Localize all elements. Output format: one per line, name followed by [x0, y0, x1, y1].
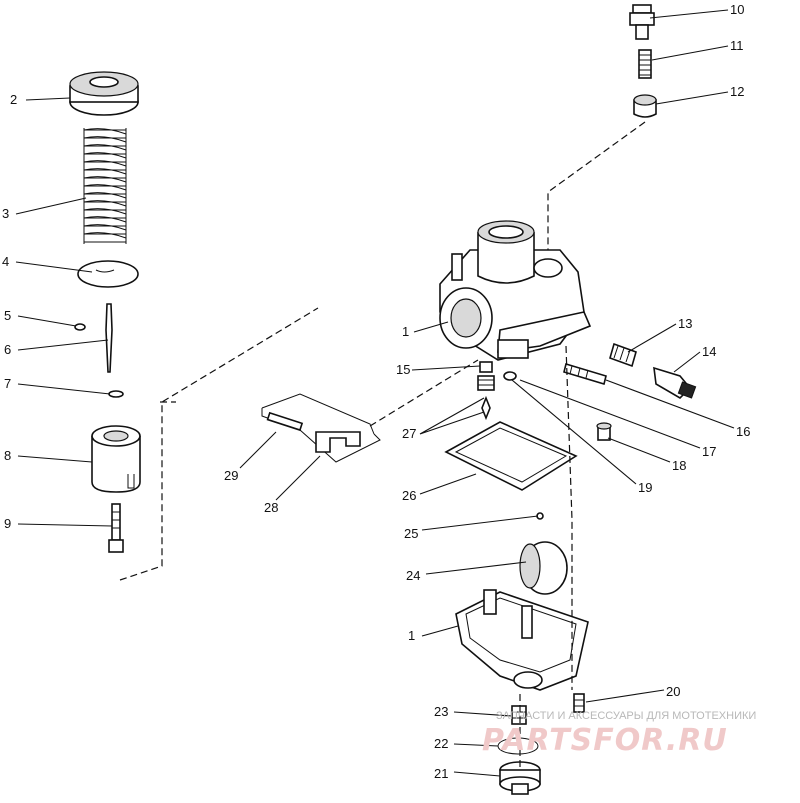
- dashed-assembly-line-top: [547, 121, 646, 262]
- callout-14: 14: [702, 344, 716, 359]
- part-1-float-bowl: [455, 589, 589, 691]
- part-24-float: [519, 541, 568, 595]
- part-10-fitting: [629, 4, 655, 40]
- watermark-tagline: ЗАПЧАСТИ И АКСЕССУАРЫ ДЛЯ МОТОТЕХНИКИ: [496, 710, 756, 722]
- part-13-spring: [609, 342, 637, 368]
- callout-8: 8: [4, 448, 11, 463]
- callout-17: 17: [702, 444, 716, 459]
- watermark: ЗАПЧАСТИ И АКСЕССУАРЫ ДЛЯ МОТОТЕХНИКИ PA…: [482, 710, 756, 758]
- part-19-washer: [503, 371, 517, 381]
- part-11-spring: [638, 49, 652, 79]
- callout-28: 28: [264, 500, 278, 515]
- part-21-drain-plug: [499, 761, 541, 795]
- part-20-screw: [573, 693, 585, 713]
- callout-16: 16: [736, 424, 750, 439]
- part-5-clip: [74, 323, 86, 331]
- part-1-carburetor-body: [439, 220, 592, 361]
- callout-5: 5: [4, 308, 11, 323]
- callout-3: 3: [2, 206, 9, 221]
- dashed-float-link: [369, 359, 479, 427]
- leader-lines: [15, 9, 735, 777]
- part-9-main-jet: [108, 503, 124, 553]
- part-16-pilot-screw: [563, 362, 607, 386]
- callout-6: 6: [4, 342, 11, 357]
- part-4-plate: [77, 260, 139, 288]
- callout-13: 13: [678, 316, 692, 331]
- part-28-float-arm: [299, 429, 381, 463]
- callout-19: 19: [638, 480, 652, 495]
- dashed-assembly-line-center: [565, 345, 573, 690]
- part-12-plunger: [633, 94, 657, 118]
- callout-1-body: 1: [402, 324, 409, 339]
- callout-2: 2: [10, 92, 17, 107]
- callout-7: 7: [4, 376, 11, 391]
- callout-15: 15: [396, 362, 410, 377]
- callout-21: 21: [434, 766, 448, 781]
- part-15-pilot-jet: [477, 361, 495, 391]
- callout-26: 26: [402, 488, 416, 503]
- callout-10: 10: [730, 2, 744, 17]
- callout-24: 24: [406, 568, 420, 583]
- dashed-assembly-line-left: [119, 307, 319, 581]
- part-3-spring: [83, 128, 127, 244]
- callout-1-bowl: 1: [408, 628, 415, 643]
- part-18-screw: [596, 422, 612, 441]
- part-6-jet-needle: [105, 303, 113, 373]
- part-8-throttle-slide: [91, 425, 141, 493]
- callout-25: 25: [404, 526, 418, 541]
- part-14-screw: [653, 366, 697, 400]
- part-27-needle-valve: [481, 395, 491, 421]
- callout-9: 9: [4, 516, 11, 531]
- callout-23: 23: [434, 704, 448, 719]
- part-7-washer: [108, 390, 124, 398]
- watermark-brand: PARTSFOR.RU: [482, 723, 728, 758]
- callout-12: 12: [730, 84, 744, 99]
- callout-22: 22: [434, 736, 448, 751]
- part-23-drain-fitting: [511, 705, 527, 725]
- callout-20: 20: [666, 684, 680, 699]
- part-26-gasket: [444, 421, 578, 491]
- callout-4: 4: [2, 254, 9, 269]
- callout-11: 11: [730, 38, 744, 53]
- callout-29: 29: [224, 468, 238, 483]
- callout-labels: 10 11 12 2 3 4 5 6 7 8 9 1 13 14 15 16 1…: [2, 2, 750, 781]
- callout-18: 18: [672, 458, 686, 473]
- callout-27: 27: [402, 426, 416, 441]
- part-29-float-pin: [261, 393, 375, 435]
- part-2-top-cap: [69, 71, 139, 116]
